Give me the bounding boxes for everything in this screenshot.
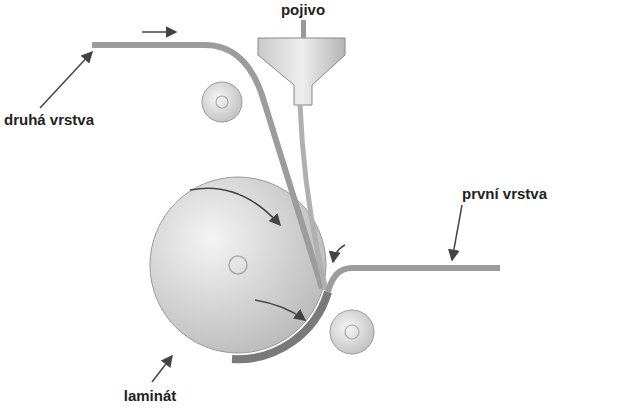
part-label: druhá vrstva	[4, 112, 94, 129]
binder-hopper	[258, 38, 345, 105]
part-label: první vrstva	[462, 186, 547, 203]
part-label: pojivo	[281, 2, 325, 19]
part-label: laminát	[124, 388, 177, 405]
laminate-band	[232, 292, 328, 359]
second-layer-strip	[92, 45, 322, 288]
first-layer-strip	[328, 268, 500, 292]
binder-stream	[300, 105, 326, 290]
laminating-drum	[150, 177, 326, 353]
guide-roller	[202, 82, 242, 122]
pressure-roller	[330, 310, 374, 354]
